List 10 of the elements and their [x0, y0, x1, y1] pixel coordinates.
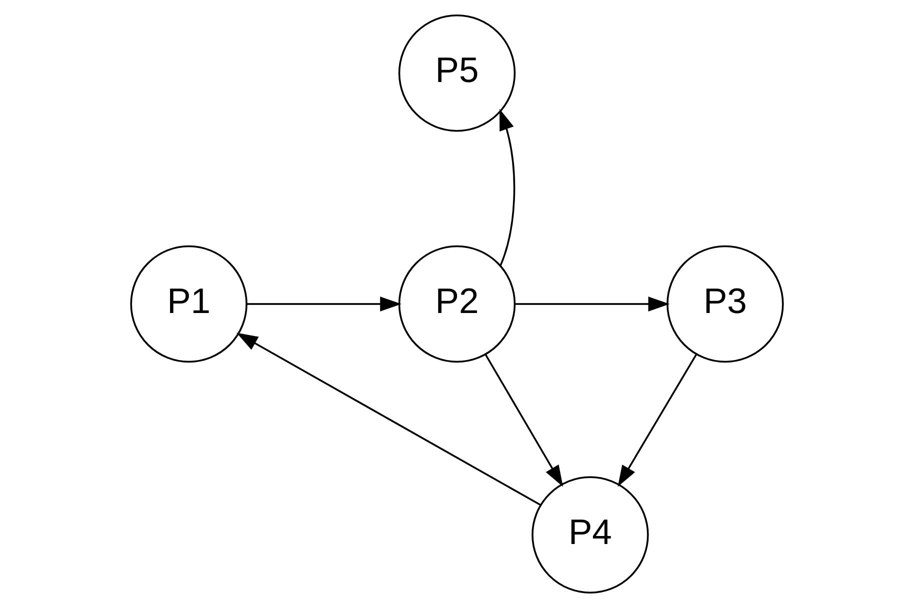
- node-circle: P3: [666, 245, 784, 363]
- node-circle: P2: [398, 245, 516, 363]
- arrow: [246, 296, 401, 312]
- arrow: [514, 296, 670, 312]
- node-circle: P4: [531, 476, 648, 594]
- arrow: [499, 108, 515, 266]
- arrow: [236, 332, 540, 506]
- arrow: [617, 354, 696, 487]
- node-circle: P1: [130, 245, 247, 363]
- arrow: [484, 354, 563, 487]
